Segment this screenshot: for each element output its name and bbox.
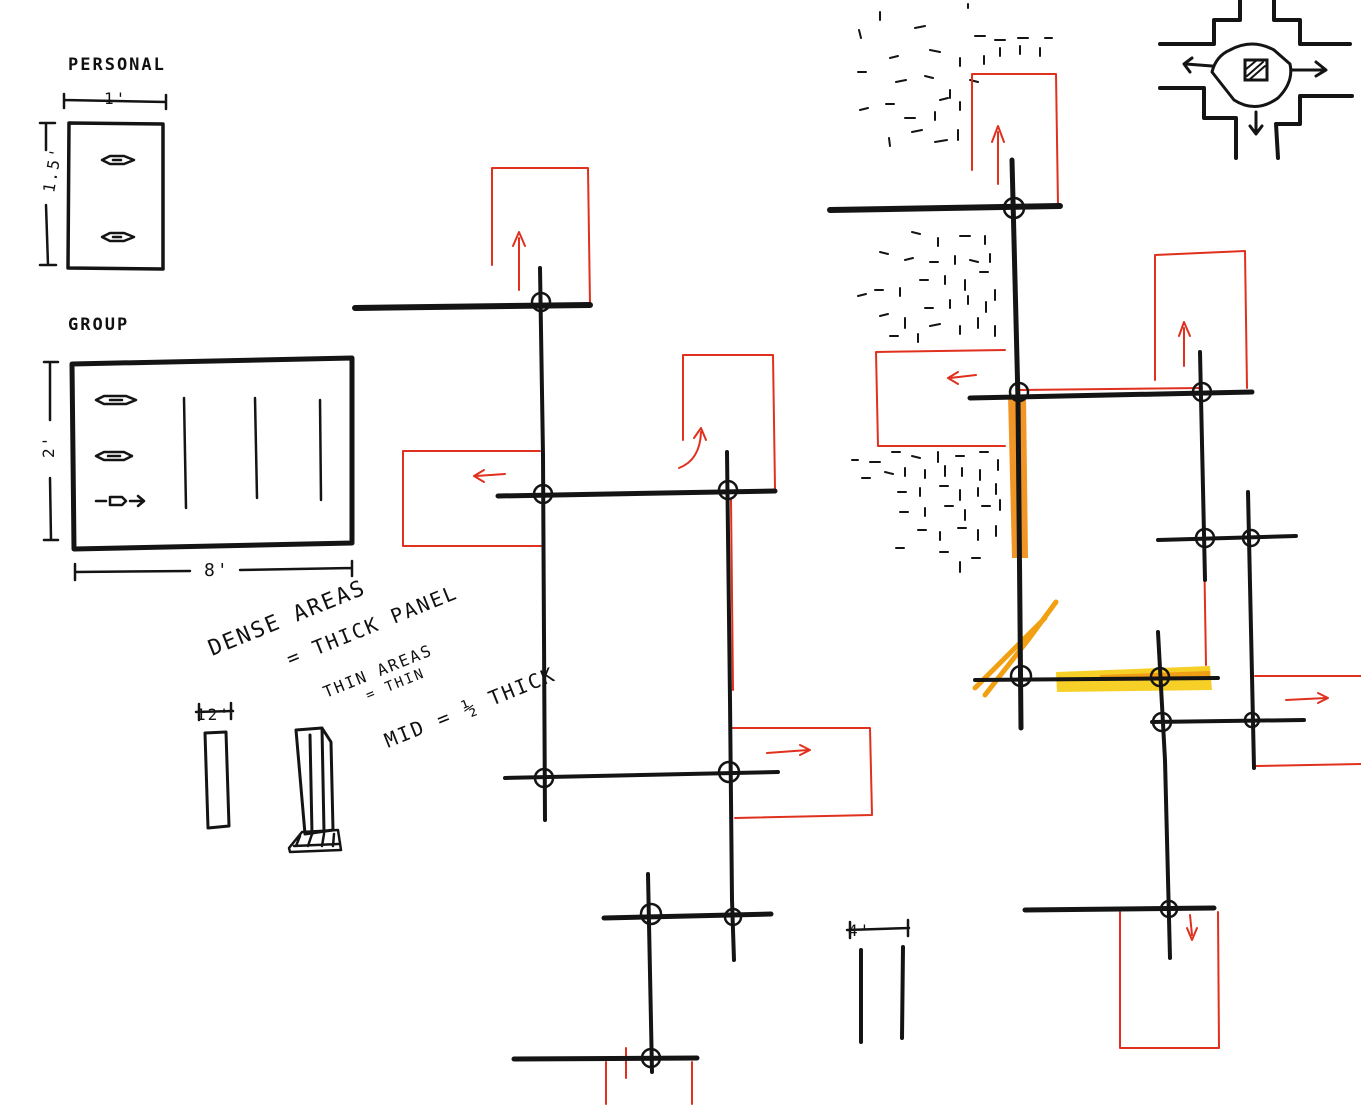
group-desk-outline: [72, 358, 352, 549]
wall: [1152, 720, 1304, 722]
chair-icon: [102, 156, 134, 164]
grid-plan-middle: [355, 168, 872, 1104]
thick-wall: [355, 305, 590, 308]
wall: [498, 491, 775, 496]
grid-node: [641, 904, 661, 924]
column-icon: [1245, 60, 1267, 80]
group-desk-sketch: GROUP 2' 8': [39, 315, 352, 581]
thick-panel-elevation: [296, 728, 333, 834]
personal-desk-sketch: PERSONAL 1' 1.5': [39, 55, 166, 269]
group-height-label: 2': [39, 435, 58, 458]
personal-desk-outline: [68, 123, 163, 269]
node-detail-sketch: [1160, 0, 1352, 158]
panel-height-label: 12': [196, 705, 231, 724]
wall: [604, 914, 771, 918]
personal-label: PERSONAL: [68, 55, 166, 75]
wall: [1158, 536, 1296, 540]
wall: [1025, 908, 1214, 910]
personal-height-label: 1.5': [39, 145, 66, 194]
group-label: GROUP: [68, 315, 129, 335]
chair-icon: [96, 396, 136, 404]
chair-icon: [96, 496, 144, 506]
group-width-label: 8': [204, 560, 230, 581]
group-desk-partitions: [184, 398, 321, 508]
column-hatch: [1245, 60, 1265, 80]
grid-plan-right: [830, 4, 1361, 1048]
thick-wall: [830, 206, 1060, 210]
red-zones-right: [876, 74, 1361, 1048]
main-spine: [540, 268, 545, 820]
arrow-icon: [1250, 112, 1262, 134]
thin-panels-section: [861, 947, 903, 1042]
arrow-icon: [1292, 62, 1326, 76]
arrow-icon: [1184, 58, 1212, 72]
thin-panel-elevation: [205, 732, 229, 828]
chair-icon: [102, 233, 134, 241]
wall: [514, 1058, 697, 1059]
panel-notes: DENSE AREAS = THICK PANEL THIN AREAS = T…: [205, 576, 559, 753]
node-core: [1212, 44, 1291, 107]
chair-icon: [96, 452, 132, 460]
personal-width-label: 1': [104, 89, 127, 108]
